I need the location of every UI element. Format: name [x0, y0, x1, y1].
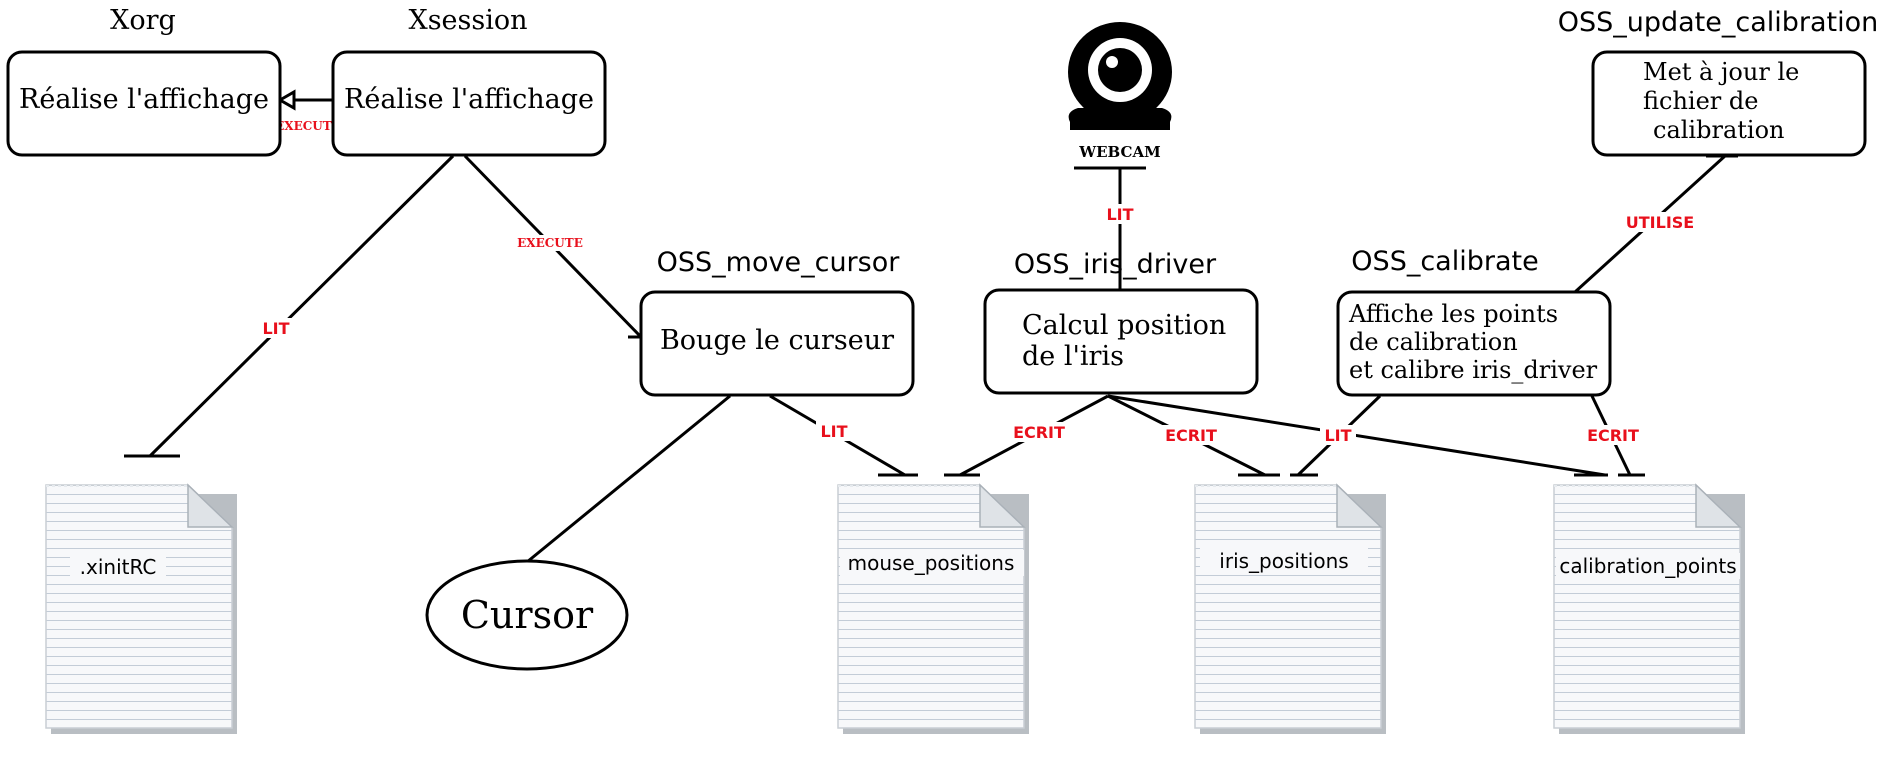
edge-xsession-xinitrc [148, 154, 455, 458]
cursor-node-label: Cursor [461, 593, 594, 637]
box-xorg-text: Réalise l'affichage [19, 84, 269, 115]
box-move-cursor: Bouge le curseur [639, 290, 915, 397]
edge-label-lit-calib-iris: LIT [1324, 426, 1351, 445]
doc-calibration-points: calibration_points [1553, 483, 1745, 734]
box-xsession: Réalise l'affichage [331, 50, 607, 157]
box-update-line-2: fichier de [1643, 87, 1758, 115]
node-titles: Xorg Xsession OSS_move_cursor OSS_iris_d… [110, 5, 1878, 280]
edge-label-execute-move: EXECUTE [517, 236, 583, 250]
doc-xinitrc: .xinitRC [45, 483, 237, 734]
edge-label-execute-xorg: EXECUTE [275, 119, 341, 133]
title-oss-calibrate: OSS_calibrate [1351, 246, 1538, 277]
box-update-calibration: Met à jour le fichier de calibration [1591, 50, 1867, 157]
title-oss-move-cursor: OSS_move_cursor [657, 247, 901, 278]
edge-iris-calibpoints [1107, 394, 1606, 477]
edge-label-ecrit-calib: ECRIT [1587, 426, 1639, 445]
box-move-cursor-text: Bouge le curseur [660, 325, 894, 356]
box-calibrate-line-2: de calibration [1349, 328, 1518, 356]
edge-label-ecrit-iris: ECRIT [1165, 426, 1217, 445]
title-xorg: Xorg [110, 5, 176, 36]
doc-iris-positions: iris_positions [1194, 483, 1386, 734]
doc-mouse-positions: mouse_positions [837, 483, 1029, 734]
doc-iris-positions-label: iris_positions [1219, 549, 1348, 573]
box-calibrate: Affiche les points de calibration et cal… [1336, 290, 1612, 397]
edge-label-lit-mouse: LIT [820, 422, 847, 441]
title-xsession: Xsession [408, 5, 527, 36]
webcam-label: WEBCAM [1078, 143, 1160, 161]
title-oss-update-calibration: OSS_update_calibration [1558, 7, 1879, 38]
edge-label-lit-xinitrc: LIT [262, 319, 289, 338]
box-xorg: Réalise l'affichage [6, 50, 282, 157]
box-xsession-text: Réalise l'affichage [344, 84, 594, 115]
edge-label-ecrit-mouse: ECRIT [1013, 423, 1065, 442]
doc-mouse-positions-label: mouse_positions [848, 551, 1015, 575]
box-iris-driver-line-1: Calcul position [1022, 310, 1226, 341]
edge-label-lit-webcam: LIT [1106, 205, 1133, 224]
edge-labels: EXECUTE EXECUTE LIT LIT ECRIT ECRIT LIT … [258, 118, 1700, 445]
box-calibrate-line-3: et calibre iris_driver [1349, 356, 1598, 384]
edge-move-cursor-cursor [526, 394, 731, 564]
box-update-line-1: Met à jour le [1643, 58, 1799, 86]
cursor-node: Cursor [425, 559, 629, 671]
arrowhead-xorg [276, 89, 296, 111]
doc-xinitrc-label: .xinitRC [80, 555, 157, 579]
box-calibrate-line-1: Affiche les points [1348, 300, 1558, 328]
webcam-icon [1068, 22, 1172, 130]
edge-label-utilise: UTILISE [1626, 213, 1694, 232]
box-iris-driver: Calcul position de l'iris [983, 288, 1259, 395]
box-iris-driver-line-2: de l'iris [1022, 341, 1124, 372]
doc-calibration-points-label: calibration_points [1559, 554, 1736, 578]
box-update-line-3: calibration [1653, 116, 1784, 144]
title-oss-iris-driver: OSS_iris_driver [1014, 249, 1217, 280]
